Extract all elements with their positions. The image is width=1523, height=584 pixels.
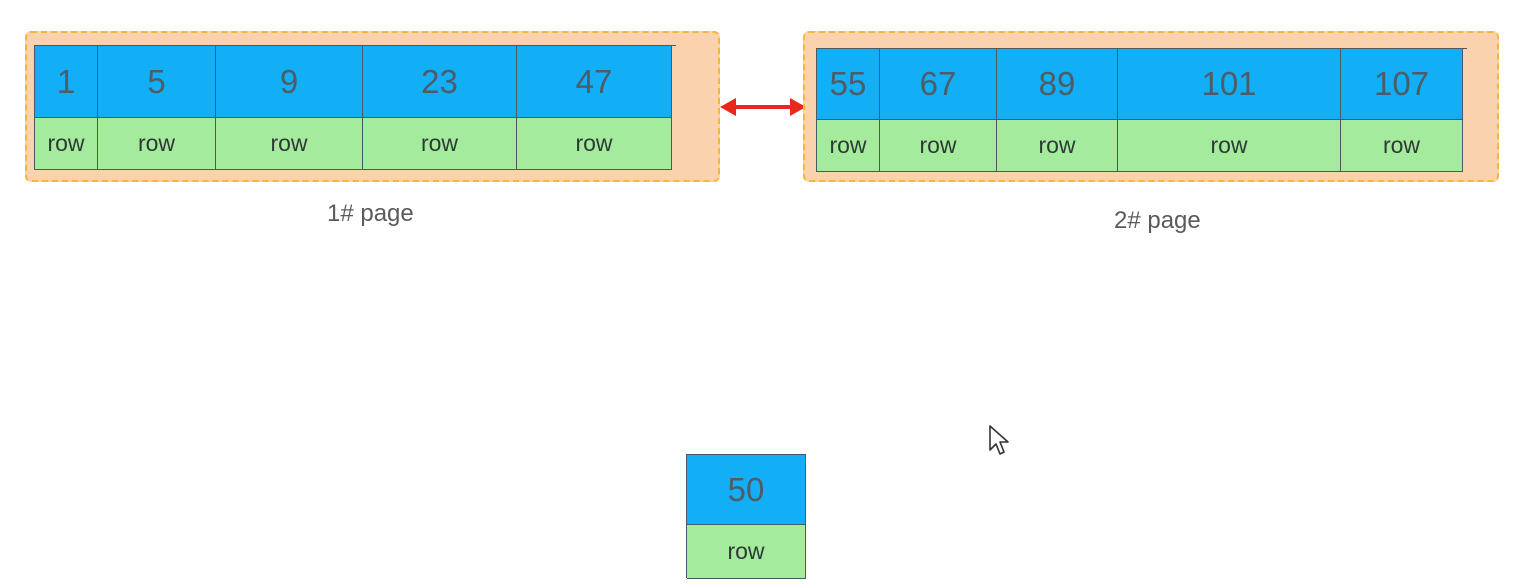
page-1-key-cell: 1 <box>35 46 98 118</box>
page-1-row-cell: row <box>517 118 672 170</box>
page-2-row-cell: row <box>1341 120 1463 172</box>
page-2-key-cell: 89 <box>997 49 1118 120</box>
page-1-caption: 1# page <box>327 200 414 227</box>
new-record: 50 row <box>686 454 806 579</box>
page-2-row-cell: row <box>880 120 997 172</box>
page-1-key-cell: 9 <box>216 46 363 118</box>
page-1-row-cell: row <box>35 118 98 170</box>
page-2-row-cell: row <box>817 120 880 172</box>
page-2-row-cell: row <box>1118 120 1341 172</box>
new-record-key-cell: 50 <box>687 455 806 525</box>
mouse-cursor-icon <box>989 425 1009 455</box>
page-1-key-cell: 47 <box>517 46 672 118</box>
page-2-row-cell: row <box>997 120 1118 172</box>
double-arrow-icon <box>720 98 806 116</box>
page-2-caption: 2# page <box>1114 207 1201 234</box>
page-1-row-cell: row <box>363 118 517 170</box>
page-1-row-cell: row <box>98 118 216 170</box>
page-2-key-cell: 107 <box>1341 49 1463 120</box>
page-1-key-cell: 23 <box>363 46 517 118</box>
page-2-records: 55 67 89 101 107 row row row row row <box>816 48 1467 172</box>
page-1-row-cell: row <box>216 118 363 170</box>
page-2-key-cell: 67 <box>880 49 997 120</box>
page-2-key-cell: 55 <box>817 49 880 120</box>
page-1-key-cell: 5 <box>98 46 216 118</box>
page-2-key-cell: 101 <box>1118 49 1341 120</box>
page-1-records: 1 5 9 23 47 row row row row row <box>34 45 676 170</box>
new-record-row-cell: row <box>687 525 806 579</box>
